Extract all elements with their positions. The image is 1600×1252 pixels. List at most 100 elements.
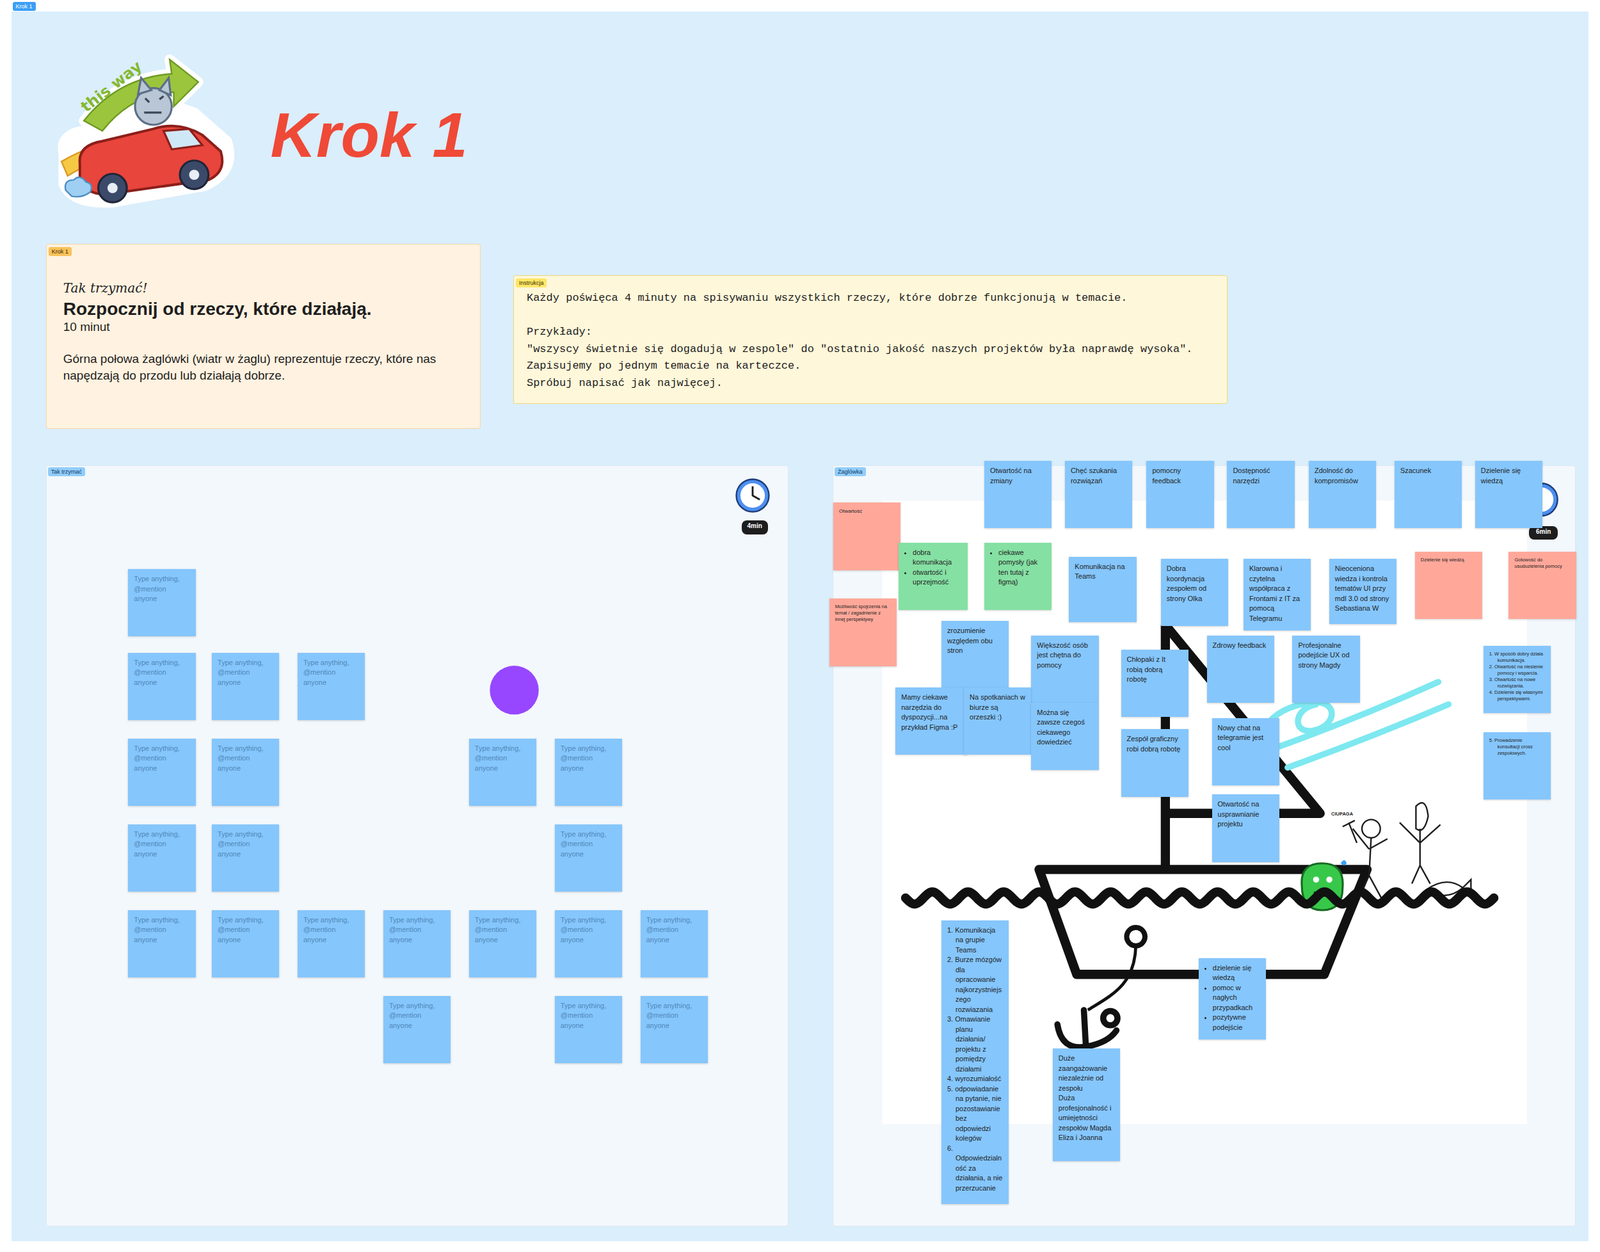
note-text: Nowy chat na telegramie jest cool	[1217, 723, 1274, 754]
note-text: Zapisujemy po jednym temacie na karteczc…	[526, 357, 1215, 376]
sticky-note: Type anything, @mention anyone	[128, 910, 196, 978]
note-text: Type anything, @mention anyone	[217, 657, 274, 688]
note-text: Otwartość	[839, 507, 895, 515]
note-text: 2. Burze mózgów dla opracowanie najkorzy…	[947, 954, 1003, 1015]
path-shape	[1084, 1009, 1087, 1047]
note-text: Type anything, @mention anyone	[646, 1000, 703, 1032]
sticky-note: Type anything, @mention anyone	[211, 910, 280, 978]
sticky-note: Chęć szukania rozwiązań	[1064, 460, 1133, 528]
sticky-note: Type anything, @mention anyone	[554, 738, 623, 806]
note-text: 6min	[1531, 527, 1556, 537]
anchor-ring	[1126, 927, 1145, 946]
exhaust-puff	[65, 177, 92, 197]
note-text: Type anything, @mention anyone	[560, 829, 617, 860]
note-text: Type anything, @mention anyone	[646, 915, 703, 946]
anchor	[1057, 1009, 1118, 1048]
instruction-card: InstrukcjaKażdy poświęca 4 minuty na spi…	[513, 275, 1228, 404]
step-frame: Krok 1Krok 1Tak trzymać!Rozpocznij od rz…	[11, 11, 1590, 1241]
note-text: Szacunek	[1400, 465, 1456, 477]
sticky-note: Profesjonalne podejście UX od strony Mag…	[1292, 635, 1360, 703]
sticky-note: Type anything, @mention anyone	[554, 910, 623, 978]
note-text: Type anything, @mention anyone	[474, 743, 531, 774]
sticky-note: Nieoceniona wiedza i kontrola tematów UI…	[1329, 558, 1397, 624]
sticky-note: Zespół graficzny robi dobrą robotę	[1121, 728, 1189, 797]
note-text: Type anything, @mention anyone	[560, 743, 617, 774]
note-text: Gotowość do usuduzielenia pomocy	[1514, 556, 1570, 570]
sticky-note: Klarowna i czytelna współpraca z Frontam…	[1243, 558, 1311, 631]
note-text: Rozpocznij od rzeczy, które działają.	[63, 298, 464, 320]
note-text: ciekawe pomysły (jak ten tutaj z figmą)	[998, 547, 1046, 588]
step-title: Krok 1	[270, 99, 468, 171]
timer-pill: 4min	[741, 520, 768, 535]
sticky-note: zrozumienie względem obu stron	[941, 620, 1009, 688]
note-text: 3. Otwartość na nowe rozwiązania.	[1489, 676, 1545, 690]
board-section: Żaglówka6minOtwartość na zmianyChęć szuk…	[832, 465, 1576, 1227]
note-text: Type anything, @mention anyone	[217, 743, 274, 774]
waves	[905, 891, 1494, 904]
note-text: Otwartość na zmiany	[990, 465, 1046, 486]
sticky-note: Otwartość na zmiany	[984, 460, 1052, 528]
frame-tag: Krok 1	[12, 1, 36, 11]
note-text: Nieoceniona wiedza i kontrola tematów UI…	[1335, 563, 1391, 614]
circle-shape	[1361, 819, 1381, 838]
sticky-note: Większość osób jest chętna do pomocy	[1031, 635, 1099, 703]
stick-figures	[1342, 802, 1472, 898]
sticky-note: Mamy ciekawe narzędzia do dyspozycji...n…	[895, 687, 968, 755]
circle-shape	[736, 479, 769, 512]
note-text: Większość osób jest chętna do pomocy	[1036, 640, 1093, 671]
sticky-note: Type anything, @mention anyone	[554, 995, 623, 1064]
sticky-note: Na spotkaniach w biurze są orzeszki :)	[963, 687, 1032, 755]
sticky-note: Duże zaangażowanie niezależnie od zespoł…	[1052, 1048, 1120, 1161]
note-text: 5. Prowadzenie konsultacji cross zespoło…	[1489, 737, 1545, 757]
cat-face	[144, 96, 164, 113]
note-text: Type anything, @mention anyone	[560, 915, 617, 946]
note-text: Type anything, @mention anyone	[389, 1000, 445, 1032]
note-text: Komunikacja na Teams	[1074, 561, 1131, 582]
wave-line	[905, 891, 1494, 904]
sticky-note: Type anything, @mention anyone	[211, 738, 280, 806]
path-shape	[1287, 704, 1449, 768]
note-text: Type anything, @mention anyone	[133, 829, 190, 860]
wheel-hub	[188, 169, 200, 180]
path-shape	[1415, 802, 1428, 831]
note-text: Chłopaki z It robią dobrą robotę	[1127, 654, 1183, 685]
sticky-note: dzielenie się wiedząpomoc w nagłych przy…	[1198, 958, 1266, 1040]
sticky-note: Dzielenie się wiedzą	[1415, 551, 1483, 619]
sticky-note: Dzielenie się wiedzą	[1475, 460, 1543, 528]
clock-icon	[736, 479, 769, 512]
note-text: Dzielenie się wiedzą	[1420, 556, 1477, 564]
note-text: zrozumienie względem obu stron	[947, 625, 1003, 656]
sticky-note: Dobra koordynacja zespołem od strony Olk…	[1160, 558, 1229, 626]
sticky-note: Nowy chat na telegramie jest cool	[1212, 718, 1280, 786]
note-text: Type anything, @mention anyone	[133, 574, 190, 605]
note-text: Type anything, @mention anyone	[217, 915, 274, 946]
note-text: 2. Otwartość na niesienie pomocy i wspar…	[1489, 663, 1545, 677]
cat-ears	[137, 77, 171, 95]
sticky-note: Type anything, @mention anyone	[469, 738, 537, 806]
sticky-note: 1. W sposób dobry działa komunikacja.2. …	[1483, 645, 1551, 713]
note-text: 1. W sposób dobry działa komunikacja.	[1489, 650, 1545, 664]
note-text: Duże zaangażowanie niezależnie od zespoł…	[1058, 1053, 1115, 1094]
note-text: dzielenie się wiedzą	[1212, 963, 1261, 984]
path-shape	[752, 486, 760, 500]
note-text: otwartość i uprzejmość	[912, 567, 962, 588]
note-text: Type anything, @mention anyone	[133, 657, 190, 688]
sticky-note: 5. Prowadzenie konsultacji cross zespoło…	[1483, 732, 1551, 800]
note-text: Type anything, @mention anyone	[217, 829, 274, 860]
sticky-note: Otwartość	[833, 502, 901, 570]
sticky-note: Type anything, @mention anyone	[128, 824, 196, 892]
sticky-note: dobra komunikacjaotwartość i uprzejmość	[898, 542, 968, 610]
note-text: Type anything, @mention anyone	[303, 657, 360, 688]
note-text: Type anything, @mention anyone	[474, 915, 531, 946]
frame-tag: Instrukcja	[515, 278, 548, 288]
sticky-note: Komunikacja na Teams	[1068, 556, 1136, 623]
sticky-note: Type anything, @mention anyone	[383, 910, 451, 978]
note-text: Type anything, @mention anyone	[303, 915, 360, 946]
sticky-note: Dostępność narzędzi	[1226, 460, 1295, 528]
frame-tag: Tak trzymać	[48, 467, 86, 477]
note-text: Klarowna i czytelna współpraca z Frontam…	[1249, 563, 1305, 624]
sticky-note: Type anything, @mention anyone	[554, 824, 623, 892]
sticky-note: Type anything, @mention anyone	[297, 652, 365, 720]
car-window	[163, 128, 203, 150]
